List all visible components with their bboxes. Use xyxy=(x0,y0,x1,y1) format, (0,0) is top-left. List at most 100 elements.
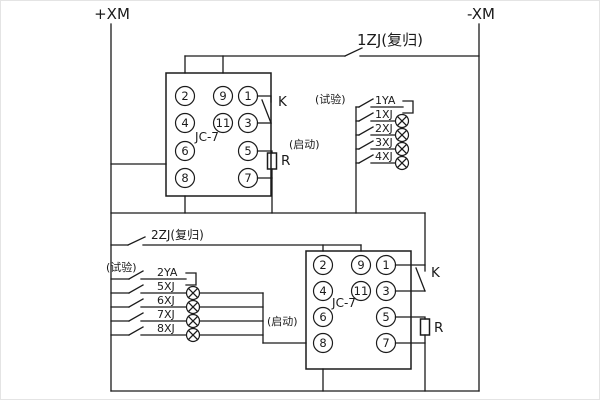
terminal-circle xyxy=(312,332,334,354)
reset-contact-blade-icon xyxy=(127,236,146,246)
lamp-cross-icon xyxy=(187,287,199,299)
switch-label: 6XJ xyxy=(157,294,175,307)
terminal-number: 7 xyxy=(382,336,389,350)
terminal-number: 9 xyxy=(219,89,226,103)
terminal-number: 7 xyxy=(244,171,251,185)
relay1-terminals: 2 9 1 4 11 3 6 5 8 7 xyxy=(174,85,259,189)
relay2-body xyxy=(305,250,412,370)
relay2-contact-k xyxy=(394,264,426,292)
resistor-icon xyxy=(419,318,431,336)
switch-label: 3XJ xyxy=(375,136,393,149)
switch-label: 4XJ xyxy=(375,150,393,163)
negative-rail-label: -XM xyxy=(467,5,495,23)
lamp-cross-icon xyxy=(396,143,408,155)
relay2-reset-wire-label: 2ZJ(复归) xyxy=(151,228,204,242)
relay1-reset-wire-label: 1ZJ(复归) xyxy=(357,31,423,49)
group2-test-label: (试验) xyxy=(106,260,137,274)
terminal-circle xyxy=(312,306,334,328)
reset-contact-blade-icon xyxy=(344,47,363,57)
relay2-resistor-r-label: R xyxy=(434,320,443,336)
terminal-number: 4 xyxy=(181,116,188,130)
terminal-number: 5 xyxy=(382,310,389,324)
terminal-number: 4 xyxy=(319,284,326,298)
relay1-coil-wire xyxy=(184,47,480,74)
switch-label: 5XJ xyxy=(157,280,175,293)
lamp-cross-icon xyxy=(396,157,408,169)
terminal-number: 8 xyxy=(181,171,188,185)
switch-blade-icon xyxy=(128,326,144,336)
relay2-terminals: 2 9 1 4 11 3 6 5 8 7 xyxy=(312,254,397,354)
relay2-model-label: JC-7 xyxy=(331,296,356,310)
switch-blade-icon xyxy=(358,98,374,108)
switch-blade-icon xyxy=(128,270,144,280)
terminal-number: 2 xyxy=(181,89,188,103)
switch-label: 2YA xyxy=(157,266,178,279)
lamp-cross-icon xyxy=(187,301,199,313)
relay2-resistor xyxy=(322,316,431,392)
test-jack-icon xyxy=(185,272,197,286)
switch-blade-icon xyxy=(358,126,374,136)
switch-blade-icon xyxy=(128,312,144,322)
switch-label: 1XJ xyxy=(375,108,393,121)
relay1-contact-k xyxy=(256,95,272,124)
switch-blade-icon xyxy=(128,298,144,308)
contact-blade-icon xyxy=(261,99,272,124)
terminal-number: 11 xyxy=(354,284,369,298)
switch-label: 1YA xyxy=(375,94,396,107)
test-jack-icon xyxy=(402,100,414,114)
terminal-circle xyxy=(212,112,234,134)
terminal-circle xyxy=(350,254,372,276)
terminal-number: 3 xyxy=(244,116,251,130)
switch-blade-icon xyxy=(358,140,374,150)
relay1-contact-k-label: K xyxy=(278,94,288,110)
terminal-circle xyxy=(312,254,334,276)
switch-label: 8XJ xyxy=(157,322,175,335)
lamp-cross-icon xyxy=(396,115,408,127)
terminal-number: 11 xyxy=(216,116,231,130)
lamp-cross-icon xyxy=(187,315,199,327)
terminal-number: 2 xyxy=(319,258,326,272)
relay1-resistor xyxy=(256,150,278,214)
terminal-number: 8 xyxy=(319,336,326,350)
terminal-circle xyxy=(174,167,196,189)
group1-test-label: (试验) xyxy=(315,92,346,106)
contact-blade-icon xyxy=(415,267,426,292)
resistor-icon xyxy=(266,152,278,170)
switch-blade-icon xyxy=(358,112,374,122)
terminal-circle xyxy=(212,85,234,107)
terminal-circle xyxy=(174,85,196,107)
group2-output-bus xyxy=(262,292,307,344)
wire xyxy=(394,264,426,272)
switch-blade-icon xyxy=(128,284,144,294)
relay1-model-label: JC-7 xyxy=(194,130,219,144)
supply-rails xyxy=(110,23,480,392)
group1-start-label: (启动) xyxy=(289,138,320,151)
group2-start-label: (启动) xyxy=(267,315,298,328)
terminal-number: 6 xyxy=(319,310,326,324)
lamp-cross-icon xyxy=(396,129,408,141)
terminal-circle xyxy=(174,140,196,162)
switch-label: 7XJ xyxy=(157,308,175,321)
terminal-number: 9 xyxy=(357,258,364,272)
relay2-contact-k-label: K xyxy=(431,265,441,281)
terminal-number: 6 xyxy=(181,144,188,158)
switch-blade-icon xyxy=(358,154,374,164)
positive-rail-label: +XM xyxy=(94,5,130,23)
terminal-number: 5 xyxy=(244,144,251,158)
relay1-resistor-r-label: R xyxy=(281,153,290,169)
terminal-number: 1 xyxy=(382,258,389,272)
relay1-body xyxy=(165,72,272,197)
wire xyxy=(256,95,272,103)
terminal-number: 3 xyxy=(382,284,389,298)
terminal-number: 1 xyxy=(244,89,251,103)
lamp-cross-icon xyxy=(187,329,199,341)
terminal-circle xyxy=(174,112,196,134)
interconnect-wires xyxy=(110,106,480,392)
terminal-circle xyxy=(312,280,334,302)
terminal-circle xyxy=(350,280,372,302)
switch-label: 2XJ xyxy=(375,122,393,135)
